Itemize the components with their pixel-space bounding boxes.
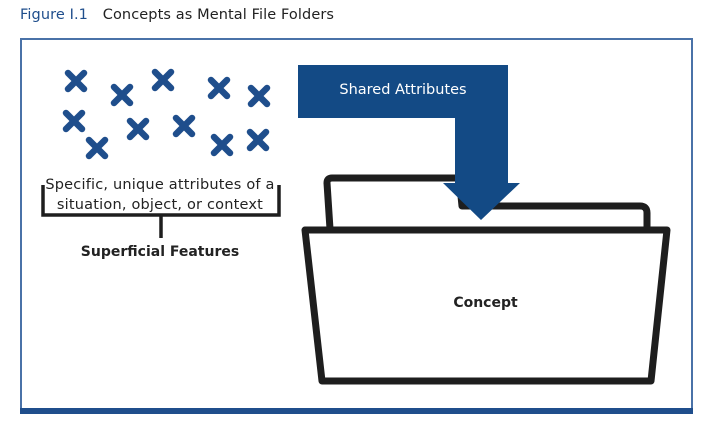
x-mark-icon <box>85 136 109 160</box>
figure-frame <box>20 38 693 412</box>
folder-front-panel <box>301 226 671 385</box>
superficial-features-label: Superficial Features <box>80 244 240 260</box>
x-mark-icon <box>210 133 234 157</box>
description-line-2: situation, object, or context <box>56 197 264 213</box>
x-marks-group <box>62 68 271 160</box>
x-mark-icon <box>62 109 86 133</box>
x-mark-icon <box>126 117 150 141</box>
x-mark-icon <box>64 69 88 93</box>
shared-attributes-arrow <box>298 65 520 220</box>
x-mark-icon <box>151 68 175 92</box>
description-line-1: Specific, unique attributes of a <box>45 177 275 193</box>
x-mark-icon <box>110 83 134 107</box>
bracket <box>41 185 281 238</box>
shared-attributes-label: Shared Attributes <box>339 82 467 98</box>
figure-number: Figure I.1 <box>20 7 88 23</box>
x-mark-icon <box>207 76 231 100</box>
x-mark-icon <box>172 114 196 138</box>
figure-frame-bottom-rule <box>20 408 693 414</box>
x-mark-icon <box>246 128 270 152</box>
superficial-attributes-description: Specific, unique attributes of a situati… <box>40 175 280 215</box>
concept-label: Concept <box>453 295 518 311</box>
x-mark-icon <box>247 84 271 108</box>
figure-title: Concepts as Mental File Folders <box>102 7 335 23</box>
figure-caption: Figure I.1 Concepts as Mental File Folde… <box>20 7 334 23</box>
